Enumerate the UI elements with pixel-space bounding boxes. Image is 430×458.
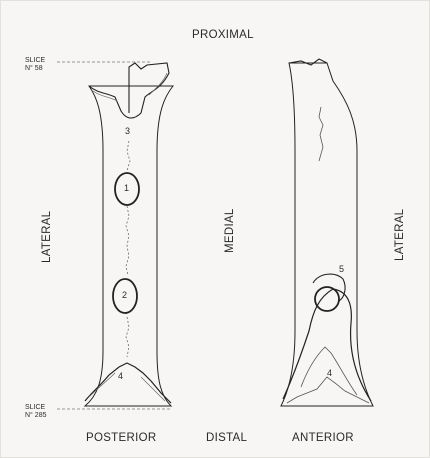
slice-top-line1: SLICE bbox=[25, 57, 45, 65]
anterior-hole-5 bbox=[315, 287, 339, 311]
slice-bottom-label: SLICE N° 285 bbox=[25, 404, 46, 420]
medial-label: MEDIAL bbox=[224, 208, 236, 253]
marker-1: 1 bbox=[124, 183, 129, 193]
lateral-left-label: LATERAL bbox=[41, 211, 53, 263]
proximal-label: PROXIMAL bbox=[192, 29, 254, 41]
marker-3: 3 bbox=[125, 126, 130, 136]
slice-top-line2: N° 58 bbox=[25, 65, 45, 73]
marker-5: 5 bbox=[339, 264, 344, 274]
posterior-bone bbox=[85, 63, 173, 406]
posterior-bone-top-break bbox=[89, 63, 169, 118]
distal-label: DISTAL bbox=[206, 432, 247, 444]
marker-4-anterior: 4 bbox=[327, 368, 332, 378]
anterior-bone-top-edge bbox=[289, 59, 327, 65]
slice-bottom-line2: N° 285 bbox=[25, 412, 46, 420]
anterior-bone bbox=[281, 59, 373, 406]
lateral-right-label: LATERAL bbox=[394, 209, 406, 261]
anterior-bottom-break-shade bbox=[287, 377, 369, 403]
marker-4-posterior: 4 bbox=[118, 371, 123, 381]
slice-bottom-line1: SLICE bbox=[25, 404, 46, 412]
posterior-bone-top-break-shade bbox=[93, 73, 167, 101]
posterior-label: POSTERIOR bbox=[86, 432, 156, 444]
anterior-label: ANTERIOR bbox=[292, 432, 354, 444]
slice-top-label: SLICE N° 58 bbox=[25, 57, 45, 73]
anterior-bone-outline bbox=[281, 63, 373, 406]
anterior-crack-line bbox=[319, 107, 323, 161]
marker-2: 2 bbox=[122, 290, 127, 300]
slice-indicators bbox=[57, 62, 171, 409]
